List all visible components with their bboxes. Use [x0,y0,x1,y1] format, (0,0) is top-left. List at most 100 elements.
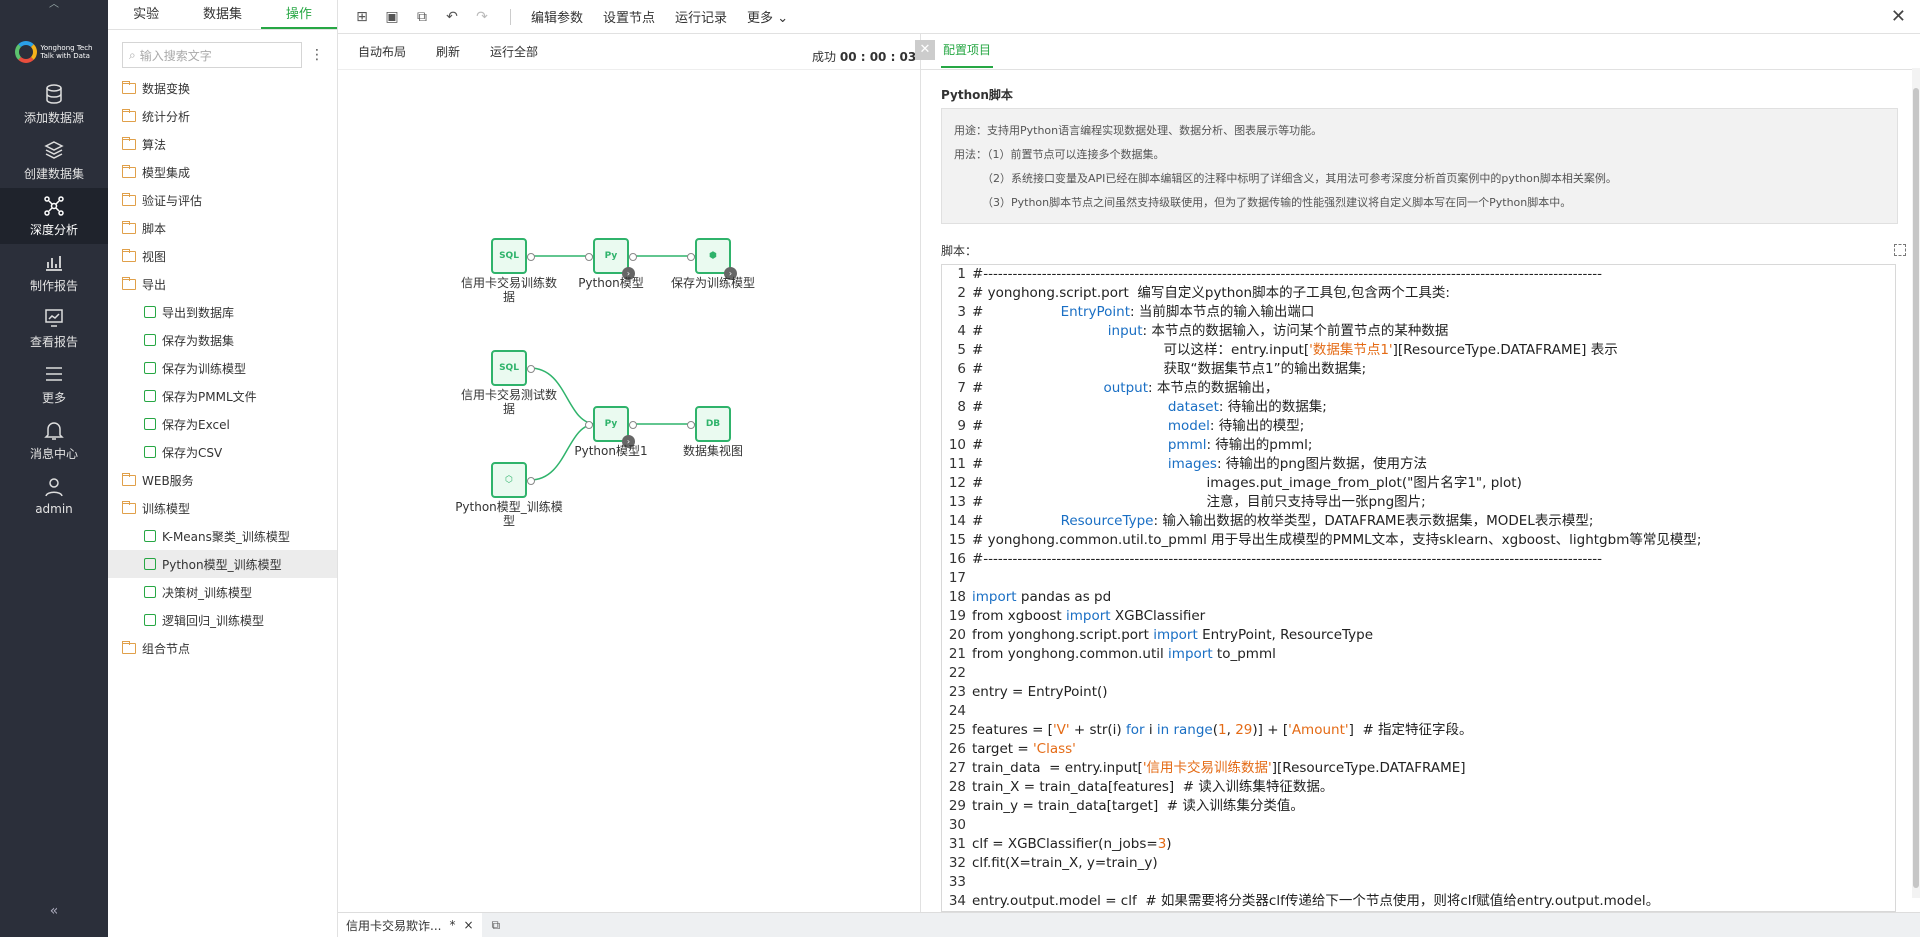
config-tabs: ✕ 配置项目 [915,34,1920,70]
usage-box: 用途：支持用Python语言编程实现数据处理、数据分析、图表展示等功能。 用法：… [941,108,1898,224]
code-line: 6# 获取“数据集节点1”的输出数据集; [942,360,1895,379]
refresh-button[interactable]: 刷新 [436,45,461,59]
line-number: 17 [948,570,966,586]
tree-folder[interactable]: 数据变换 [108,74,337,102]
code-text: # yonghong.common.util.to_pmml 用于导出生成模型的… [972,532,1702,548]
undo-icon[interactable]: ↶ [446,8,458,25]
code-line: 15# yonghong.common.util.to_pmml 用于导出生成模… [942,531,1895,550]
node-save-model[interactable]: ⬢› [687,238,737,280]
tree-node-item[interactable]: 保存为训练模型 [108,354,337,382]
search-input[interactable]: ⌕ 输入搜索文字 [122,42,302,68]
port[interactable] [687,421,695,429]
database-view-icon: DB [705,419,721,429]
node-python-train-model[interactable]: ⬡ [491,462,535,498]
port[interactable] [629,421,637,429]
usage-line: （2）系统接口变量及API已经在脚本编辑区的注释中标明了详细含义，其用法可参考深… [982,172,1617,185]
tab-operations[interactable]: 操作 [260,0,337,29]
tab-experiment[interactable]: 实验 [133,7,160,22]
node-test-data[interactable]: SQL [491,350,535,386]
auto-layout-button[interactable]: 自动布局 [358,45,407,59]
node-train-data[interactable]: SQL [491,238,535,274]
save-icon[interactable]: ▣ [385,8,399,25]
run-log-button[interactable]: 运行记录 [675,11,728,26]
nav-item-label: 添加数据源 [23,110,84,125]
redo-icon[interactable]: ↷ [476,8,488,25]
tree-node-item[interactable]: 保存为PMML文件 [108,382,337,410]
close-panel-icon[interactable]: ✕ [915,40,935,60]
folder-icon [122,248,136,262]
more-vertical-icon[interactable]: ⋮ [310,47,324,63]
tree-node-item[interactable]: 保存为数据集 [108,326,337,354]
port[interactable] [629,253,637,261]
tree-node-item[interactable]: 保存为Excel [108,410,337,438]
nav-item[interactable]: admin [0,468,108,524]
edit-params-button[interactable]: 编辑参数 [531,11,584,26]
nav-item-label: 消息中心 [29,446,78,461]
experiment-tab[interactable]: 信用卡交易欺诈... * × [338,913,482,937]
nav-item[interactable]: 深度分析 [0,188,108,244]
run-icon[interactable]: › [622,435,635,448]
tree-folder[interactable]: 模型集成 [108,158,337,186]
tree-folder[interactable]: 脚本 [108,214,337,242]
tree-folder[interactable]: 算法 [108,130,337,158]
nav-item[interactable]: 更多 [0,356,108,412]
port[interactable] [527,365,535,373]
line-number: 10 [948,437,966,453]
nav-item[interactable]: 制作报告 [0,244,108,300]
code-line: 13# 注意，目前只支持导出一张png图片; [942,493,1895,512]
port[interactable] [527,477,535,485]
tab-dataset[interactable]: 数据集 [202,7,242,22]
port[interactable] [585,253,593,261]
folder-icon [122,192,136,206]
line-number: 31 [948,836,966,852]
canvas-actions: 自动布局 刷新 运行全部 [338,34,920,70]
tree-node-item[interactable]: 逻辑回归_训练模型 [108,606,337,634]
run-all-button[interactable]: 运行全部 [490,45,539,59]
fullscreen-icon[interactable] [1894,244,1906,256]
port[interactable] [527,253,535,261]
set-node-button[interactable]: 设置节点 [603,11,656,26]
save-as-icon[interactable]: ⧉ [417,8,427,25]
code-editor[interactable]: 1#--------------------------------------… [941,264,1896,912]
tab-config[interactable]: 配置项目 [941,35,994,68]
nav-item[interactable]: 消息中心 [0,412,108,468]
nav-item[interactable]: 创建数据集 [0,132,108,188]
line-number: 33 [948,874,966,890]
run-icon[interactable]: › [724,267,737,280]
close-icon[interactable]: ✕ [1890,6,1906,27]
tree-folder[interactable]: 导出 [108,270,337,298]
new-icon[interactable]: ⊞ [356,8,368,25]
tree-node-item[interactable]: K-Means聚类_训练模型 [108,522,337,550]
scrollbar-thumb[interactable] [1913,88,1919,888]
python-icon: Py [604,419,618,429]
run-icon[interactable]: › [622,267,635,280]
tree-folder[interactable]: 训练模型 [108,494,337,522]
scrollbar[interactable] [1912,68,1920,898]
more-button[interactable]: 更多 ⌄ [747,7,788,26]
line-number: 4 [957,323,966,339]
port[interactable] [687,253,695,261]
port[interactable] [585,421,593,429]
tree-item-label: 算法 [142,137,167,152]
tree-node-item[interactable]: 保存为CSV [108,438,337,466]
close-tab-icon[interactable]: × [463,918,474,932]
copy-icon[interactable]: ⧉ [491,917,501,932]
node-dataset-view[interactable]: DB [687,406,731,442]
nav-item[interactable]: 查看报告 [0,300,108,356]
tree-node-item[interactable]: 导出到数据库 [108,298,337,326]
node-python-model-1[interactable]: Py › [585,406,637,448]
workflow-canvas[interactable]: SQL 信用卡交易训练数 据 Py› Python模型 ⬢› 保存为训练模型 S… [338,70,920,912]
collapse-icon[interactable]: « [49,903,59,919]
tree-folder[interactable]: WEB服务 [108,466,337,494]
node-python-model[interactable]: Py› [585,238,637,280]
tree-node-item[interactable]: 决策树_训练模型 [108,578,337,606]
code-text: # yonghong.script.port 编写自定义python脚本的子工具… [972,285,1450,301]
tree-folder[interactable]: 验证与评估 [108,186,337,214]
chevron-up-icon[interactable]: ︿ [49,0,59,10]
nav-item[interactable]: 添加数据源 [0,76,108,132]
code-line: 5# 可以这样：entry.input['数据集节点1'][ResourceTy… [942,341,1895,360]
tree-folder[interactable]: 视图 [108,242,337,270]
tree-folder[interactable]: 组合节点 [108,634,337,662]
tree-node-item[interactable]: Python模型_训练模型 [108,550,337,578]
tree-folder[interactable]: 统计分析 [108,102,337,130]
